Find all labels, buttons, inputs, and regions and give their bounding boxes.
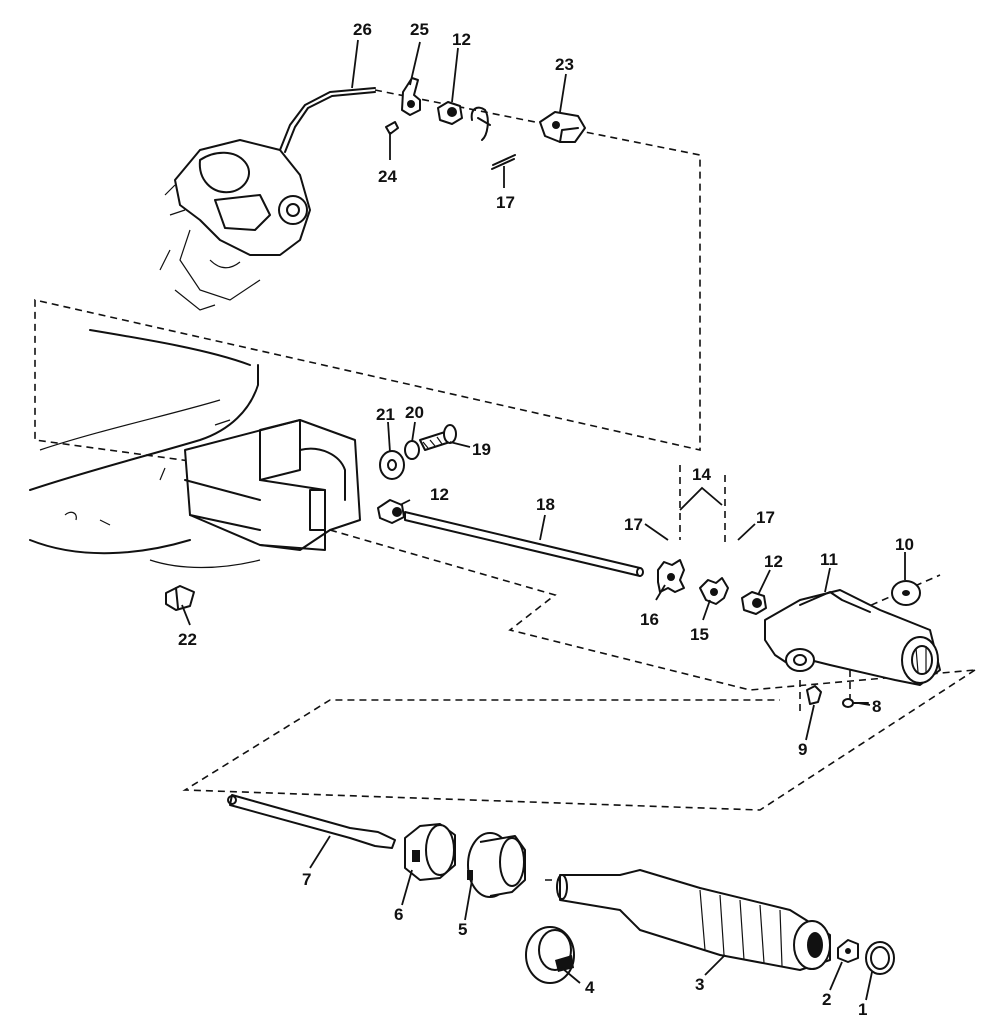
label-part-17-top: 17 xyxy=(496,193,515,212)
small-fasteners xyxy=(806,685,869,708)
bearing-sleeve xyxy=(467,832,526,898)
dog-clutch xyxy=(404,823,456,881)
label-part-4: 4 xyxy=(585,978,595,997)
label-part-3: 3 xyxy=(695,975,704,994)
label-part-14: 14 xyxy=(692,465,711,484)
part-labels: 26 25 12 23 24 17 21 20 19 12 18 22 14 1… xyxy=(178,20,914,1019)
lower-housing xyxy=(29,329,361,569)
label-part-23: 23 xyxy=(555,55,574,74)
label-part-26: 26 xyxy=(353,20,372,39)
label-part-21: 21 xyxy=(376,405,395,424)
label-part-12-right: 12 xyxy=(764,552,783,571)
label-part-17-right: 17 xyxy=(756,508,775,527)
shift-housing-bracket xyxy=(764,580,941,686)
propeller-shaft xyxy=(556,869,831,971)
shift-shaft xyxy=(227,794,396,849)
label-part-25: 25 xyxy=(410,20,429,39)
label-part-1: 1 xyxy=(858,1000,867,1019)
label-part-24: 24 xyxy=(378,167,397,186)
label-part-19: 19 xyxy=(472,440,491,459)
throttle-linkage-parts xyxy=(385,77,586,170)
label-part-9: 9 xyxy=(798,740,807,759)
gear-and-nut-set xyxy=(657,559,767,615)
label-part-11: 11 xyxy=(820,550,838,569)
label-part-22: 22 xyxy=(178,630,197,649)
label-part-2: 2 xyxy=(822,990,831,1009)
label-part-18: 18 xyxy=(536,495,555,514)
label-part-10: 10 xyxy=(895,535,914,554)
assembly-guide-lines xyxy=(34,89,976,881)
label-part-16: 16 xyxy=(640,610,659,629)
bolt-washer-set xyxy=(379,424,457,480)
label-part-5: 5 xyxy=(458,920,467,939)
shaft-end-parts xyxy=(837,939,895,975)
label-part-8: 8 xyxy=(872,697,881,716)
label-part-12-middle: 12 xyxy=(430,485,449,504)
label-part-20: 20 xyxy=(405,403,424,422)
label-part-12-top: 12 xyxy=(452,30,471,49)
part-22-bushing xyxy=(165,585,195,611)
carburetor-assembly xyxy=(159,87,376,311)
label-part-15: 15 xyxy=(690,625,709,644)
label-part-6: 6 xyxy=(394,905,403,924)
leader-lines xyxy=(181,39,906,1001)
label-part-7: 7 xyxy=(302,870,311,889)
shift-rod-assembly xyxy=(377,499,644,577)
label-part-17-left: 17 xyxy=(624,515,643,534)
split-ring xyxy=(525,926,575,984)
